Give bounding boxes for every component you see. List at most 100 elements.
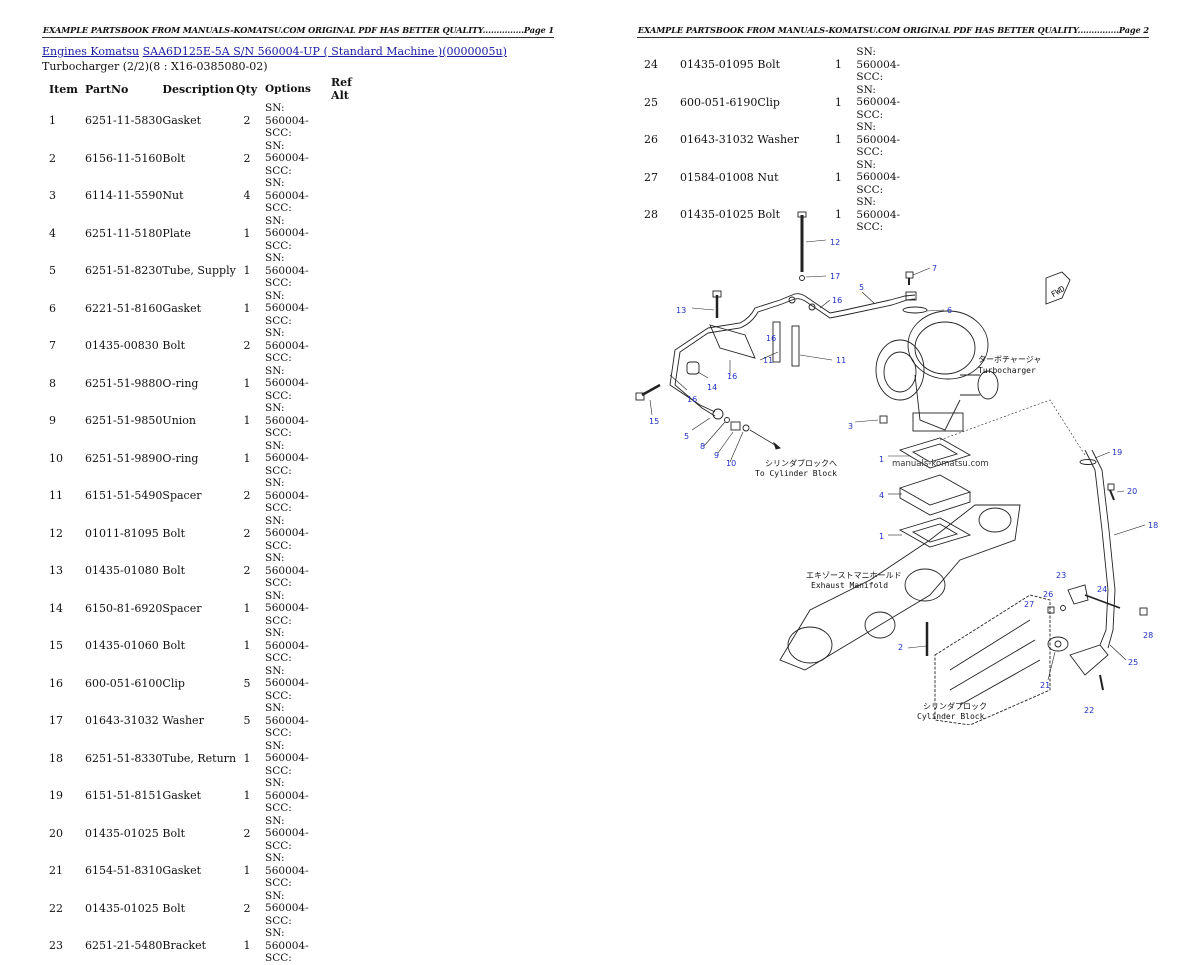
cell-description: Bolt	[162, 826, 186, 840]
cell-item: 17	[49, 714, 63, 728]
cell-refalt	[331, 140, 371, 178]
caption-cylinder-block-jp: シリンダブロック	[923, 701, 987, 711]
cell-description: Tube, Supply	[162, 264, 236, 278]
exploded-parts-diagram: ターボチャージャ Turbocharger シリンダブロックへ To Cylin…	[630, 200, 1160, 726]
callout-number: 16	[727, 372, 737, 381]
cell-qty: 1	[243, 264, 251, 278]
cell-refalt	[331, 327, 371, 365]
cell-refalt	[331, 627, 371, 665]
cell-options: SN: 560004-SCC:	[258, 477, 331, 515]
col-refalt: Ref Alt	[331, 76, 352, 102]
options-scc: SCC:	[265, 277, 292, 289]
callout-number: 2	[898, 643, 903, 652]
cell-qty: 1	[243, 226, 251, 240]
breadcrumb-link-model[interactable]: SAA6D125E-5A S/N 560004-UP ( Standard Ma…	[142, 45, 507, 58]
cell-qty: 2	[243, 901, 251, 915]
options-scc: SCC:	[265, 164, 292, 177]
col-description: Description	[162, 82, 235, 96]
cell-refalt	[331, 252, 371, 290]
caption-turbocharger-jp: ターボチャージャ	[978, 355, 1041, 364]
caption-exhaust-manifold-en: Exhaust Manifold	[811, 581, 888, 590]
cell-item: 8	[49, 376, 56, 390]
options-serial: SN: 560004-	[265, 589, 309, 615]
callout-number: 19	[1112, 448, 1122, 457]
callout-number: 16	[766, 334, 776, 343]
cell-partno: 6251-11-5180	[85, 226, 163, 240]
options-serial: SN: 560004-	[856, 121, 901, 146]
cell-description: Tube, Return	[162, 751, 237, 765]
table-header-row: Item PartNo Description Qty Options Ref …	[42, 76, 371, 102]
caption-to-block-jp: シリンダブロックへ	[765, 458, 837, 468]
cell-partno: 01584-01008	[680, 170, 754, 184]
cell-partno: 6156-11-5160	[85, 151, 163, 165]
options-serial: SN: 560004-	[265, 927, 309, 952]
callout-number: 26	[1043, 590, 1053, 599]
cell-qty: 4	[243, 189, 251, 203]
cell-qty: 1	[834, 133, 842, 147]
options-scc: SCC:	[265, 352, 292, 364]
cell-refalt	[331, 590, 371, 628]
options-serial: SN: 560004-	[265, 552, 309, 577]
cell-item: 26	[644, 133, 658, 147]
breadcrumb: Engines Komatsu SAA6D125E-5A S/N 560004-…	[42, 45, 507, 58]
cell-options: SN: 560004-SCC:	[849, 84, 922, 122]
breadcrumb-link-engines[interactable]: Engines Komatsu	[42, 45, 140, 58]
cell-partno: 6251-11-5830	[85, 114, 163, 128]
section-title: Turbocharger (2/2)(8 : X16-0385080-02)	[42, 60, 268, 73]
cell-options: SN: 560004-SCC:	[258, 777, 331, 815]
callout-number: 23	[1056, 571, 1066, 580]
cell-options: SN: 560004-SCC:	[258, 365, 331, 403]
cell-description: Clip	[162, 676, 185, 690]
cell-partno: 01643-31032	[85, 714, 159, 728]
options-serial: SN: 560004-	[265, 439, 309, 465]
cell-qty: 1	[243, 301, 251, 315]
col-options: Options	[265, 82, 311, 95]
options-serial: SN: 560004-	[265, 889, 309, 915]
callout-number: 24	[1097, 585, 1107, 594]
callout-number: 6	[947, 306, 952, 315]
cell-options: SN: 560004-SCC:	[258, 290, 331, 328]
cell-qty: 2	[243, 564, 251, 578]
cell-description: Washer	[162, 714, 204, 728]
cell-qty: 5	[243, 676, 251, 690]
callout-number: 10	[726, 459, 736, 468]
cell-qty: 1	[834, 95, 842, 109]
callout-number: 14	[707, 383, 717, 392]
cell-partno: 6154-51-8310	[85, 864, 163, 878]
options-scc: SCC:	[856, 221, 884, 233]
cell-refalt	[331, 477, 371, 515]
options-serial: SN: 560004-	[265, 214, 309, 240]
cell-partno: 600-051-6100	[85, 676, 163, 690]
options-serial: SN: 560004-	[265, 477, 309, 502]
options-scc: SCC:	[265, 464, 292, 477]
cell-item: 6	[49, 301, 56, 315]
cell-description: Bolt	[162, 151, 186, 165]
cell-refalt	[922, 84, 962, 122]
cell-description: Spacer	[162, 601, 202, 615]
cell-description: Gasket	[162, 789, 202, 803]
cell-item: 1	[49, 114, 56, 128]
callout-number: 3	[848, 422, 853, 431]
options-scc: SCC:	[265, 577, 292, 589]
options-serial: SN: 560004-	[265, 402, 309, 427]
callout-number: 28	[1143, 631, 1153, 640]
cell-partno: 01435-01025	[85, 901, 159, 915]
callout-number: 1	[879, 455, 884, 464]
options-serial: SN: 560004-	[856, 196, 901, 221]
callout-number: 20	[1127, 487, 1137, 496]
cell-qty: 1	[834, 58, 842, 72]
options-serial: SN: 560004-	[265, 739, 309, 765]
options-scc: SCC:	[856, 183, 884, 196]
callout-number: 5	[684, 432, 689, 441]
cell-partno: 6251-51-9890	[85, 451, 163, 465]
cell-description: Spacer	[162, 489, 202, 503]
